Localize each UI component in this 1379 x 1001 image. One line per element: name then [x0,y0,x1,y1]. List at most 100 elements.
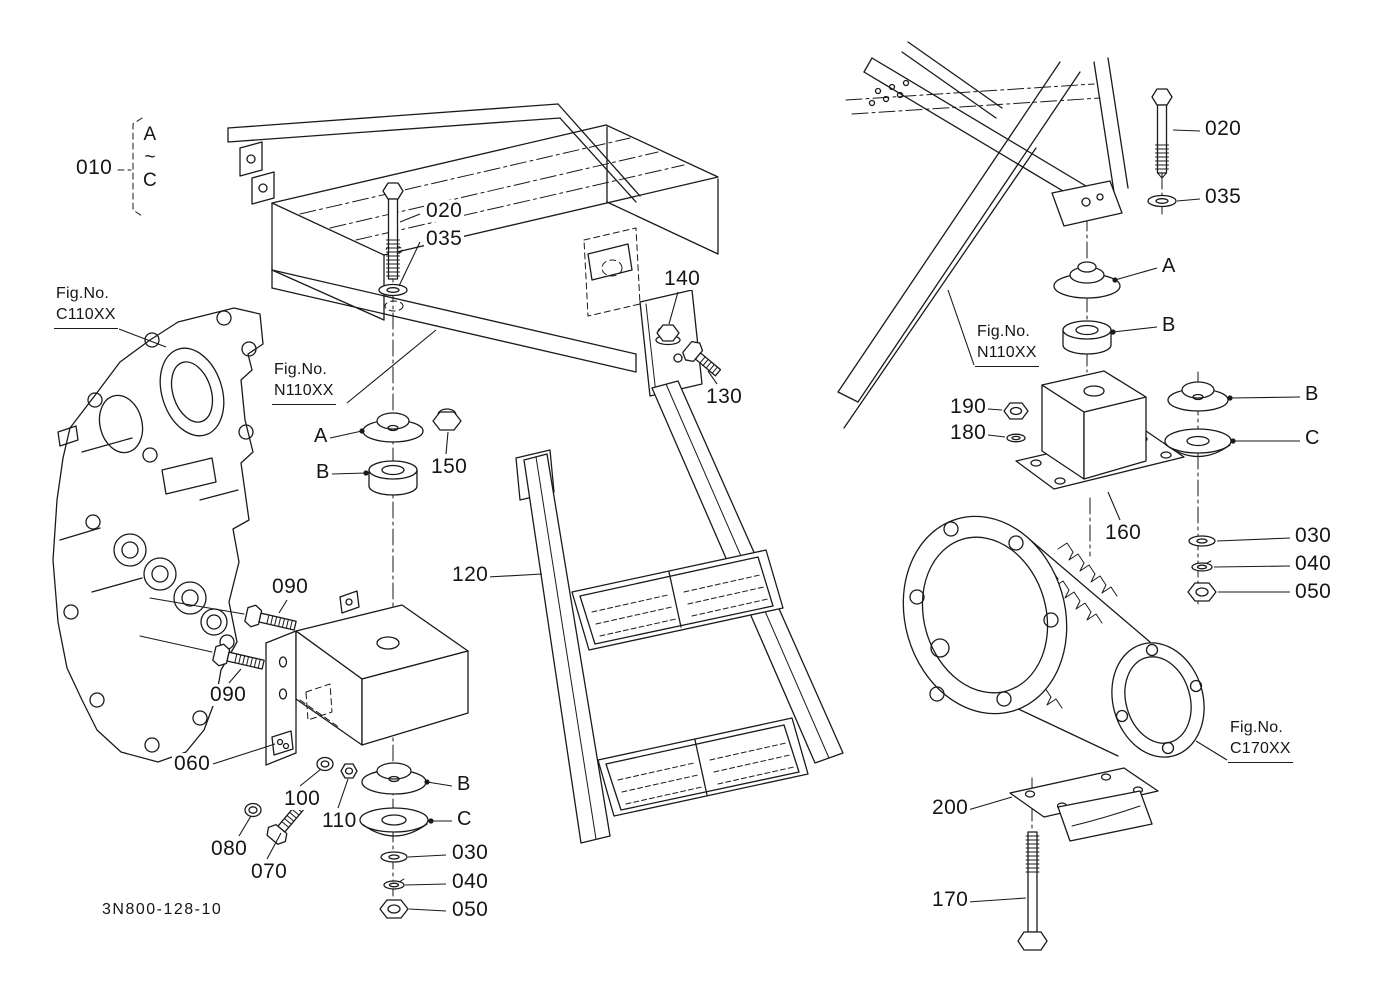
callout-090-lower: 090 [208,683,249,707]
callout-020-right: 020 [1203,117,1244,141]
figref-n110xx-right-line2: N110XX [977,343,1037,361]
callout-150: 150 [429,455,470,479]
leader-040-center [404,883,447,886]
hardware-center-drawing [212,182,722,919]
leader-050-center [408,908,447,912]
leader-figref-n110xx-left [346,329,437,404]
engine-block-drawing [52,307,264,763]
callout-140: 140 [662,267,703,291]
figref-n110xx-right-line1: Fig.No. [977,323,1030,340]
center-frame-drawing [227,103,719,373]
leader-b-lower [426,781,453,787]
callout-120: 120 [450,563,491,587]
callout-060: 060 [172,752,213,776]
leader-b-center [331,472,367,475]
callout-035-center: 035 [424,227,465,251]
mount-bracket-right-drawing [1003,370,1185,490]
leader-040-right [1213,565,1291,568]
leader-060 [212,743,276,765]
leader-110 [337,778,349,809]
leader-030-center [407,854,447,858]
leader-a-center [329,430,363,439]
callout-040-center: 040 [450,870,491,894]
callout-c-lower: C [455,808,474,830]
leader-a-right [1114,267,1158,281]
leader-figref-n110xx-right [947,289,975,366]
callout-040-right: 040 [1293,552,1334,576]
leader-020-center [399,213,421,223]
callout-b-far-right: B [1303,383,1321,405]
leader-070 [266,832,282,860]
callout-050-right: 050 [1293,580,1334,604]
legend-range: A ~ C [143,123,157,192]
leader-dot-a-right [1112,277,1118,283]
leader-090-lower [228,668,242,684]
leader-035-center [398,241,421,287]
callout-a-center: A [312,425,330,447]
callout-b-right: B [1160,314,1178,336]
figref-c110xx: Fig.No. C110XX [54,284,118,329]
leader-190 [987,408,1003,411]
figref-n110xx-right: Fig.No. N110XX [975,322,1039,367]
leader-080 [238,815,252,837]
leader-160 [1107,491,1121,521]
leader-dot-c-lower [428,818,434,824]
callout-110: 110 [320,809,359,833]
legend-range-top: A [143,124,157,145]
legend-range-tilde: ~ [144,147,156,168]
figref-n110xx-left-line1: Fig.No. [274,361,327,378]
leader-dot-b-far-right [1227,395,1233,401]
callout-170: 170 [930,888,971,912]
leader-180 [987,434,1006,438]
figref-c170xx: Fig.No. C170XX [1228,718,1293,763]
hardware-right-drawing [1053,88,1232,602]
callout-010: 010 [74,156,115,180]
step-assembly-drawing [515,289,844,844]
leader-100 [299,768,322,787]
callout-160: 160 [1103,521,1144,545]
leader-dot-b-right [1110,329,1116,335]
figref-c110xx-line2: C110XX [56,305,116,323]
leader-dot-b-lower [424,779,430,785]
leader-dot-c-far-right [1230,438,1236,444]
axle-housing-drawing [902,515,1205,758]
right-frame-drawing [837,41,1129,429]
figref-c110xx-line1: Fig.No. [56,285,109,302]
callout-b-center: B [314,461,332,483]
leader-200 [967,796,1013,811]
callout-130: 130 [704,385,745,409]
figref-c170xx-line1: Fig.No. [1230,719,1283,736]
callout-b-lower: B [455,773,473,795]
leader-170 [967,897,1027,903]
leader-figref-c110xx [118,328,167,348]
leader-130 [707,370,718,385]
callout-c-far-right: C [1303,427,1322,449]
callout-100: 100 [282,787,323,811]
leader-150 [445,431,449,455]
leader-120 [487,573,543,578]
callout-050-center: 050 [450,898,491,922]
leader-dot-a-center [359,428,365,434]
drawing-number: 3N800-128-10 [102,901,223,918]
leader-030-right [1216,537,1291,542]
legend-range-bottom: C [143,170,157,191]
leader-b-far-right [1229,396,1301,399]
leader-b-right [1112,326,1158,333]
lower-bracket-drawing [1009,767,1159,951]
figref-n110xx-left-line2: N110XX [274,381,334,399]
leader-090-upper [278,599,288,614]
callout-020-center: 020 [424,199,465,223]
callout-180: 180 [948,421,989,445]
leader-020-right [1172,129,1201,132]
callout-030-right: 030 [1293,524,1334,548]
leader-035-right [1176,198,1201,202]
legend-bracket-drawing [117,117,143,217]
callout-030-center: 030 [450,841,491,865]
callout-080: 080 [209,837,250,861]
callout-035-right: 035 [1203,185,1244,209]
figref-n110xx-left: Fig.No. N110XX [272,360,336,405]
figref-c170xx-line2: C170XX [1230,739,1291,757]
